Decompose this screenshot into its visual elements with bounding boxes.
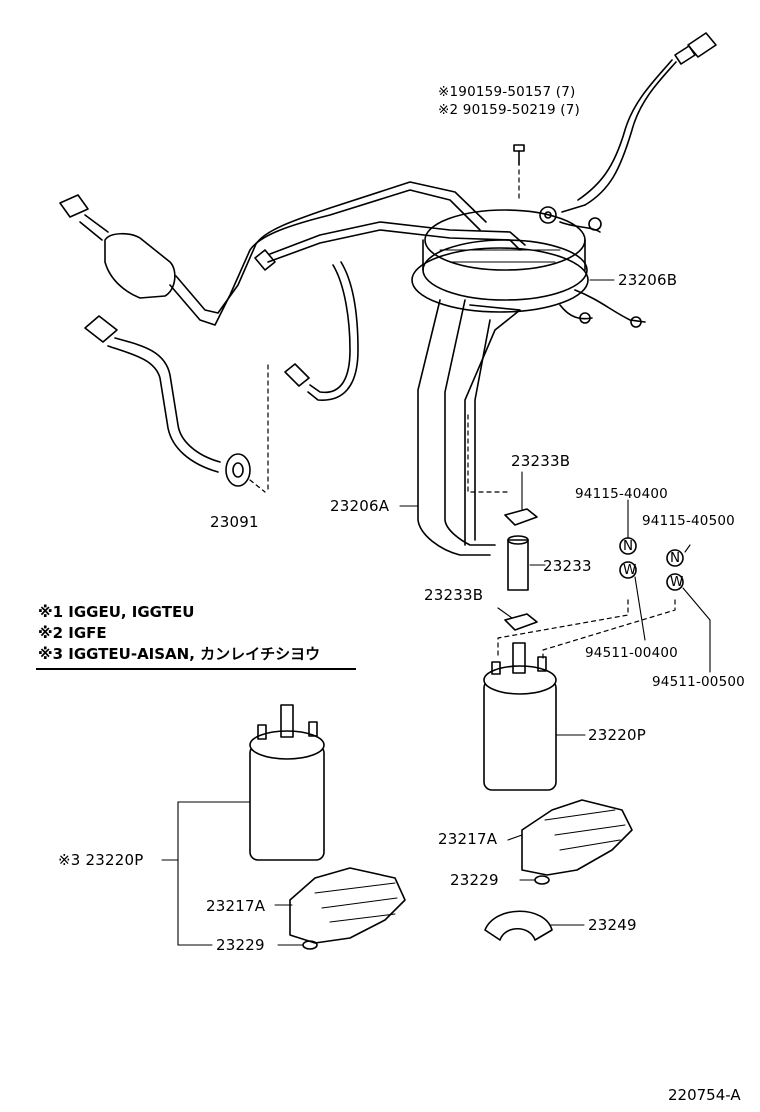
part-label-23091: 23091 (210, 513, 259, 531)
wiring-harness (559, 32, 717, 328)
part-label-23233B-top: 23233B (511, 452, 571, 470)
legend-item-1: ※1 IGGEU, IGGTEU (38, 603, 195, 621)
gasket-letter-w-1: W (623, 562, 637, 578)
gasket-letter-n-2: N (670, 550, 681, 566)
legend-item-3: ※3 IGGTEU-AISAN, カンレイチシヨウ (38, 645, 321, 663)
diagram-code: 220754-A (668, 1086, 741, 1104)
pump-filter-left (289, 867, 406, 944)
part-label-23233: 23233 (543, 557, 592, 575)
pump-hose (507, 535, 529, 591)
part-label-23249: 23249 (588, 916, 637, 934)
hose-clamp-top (504, 508, 538, 526)
fuel-pump-left (249, 704, 325, 861)
part-label-23217A-right: 23217A (438, 830, 498, 848)
part-label-94115-40500: 94115-40500 (642, 513, 735, 529)
part-label-23220P: 23220P (588, 726, 646, 744)
gasket-letter-w-2: W (670, 574, 684, 590)
hose-clamp-bottom (504, 613, 538, 631)
screw-spec-label-2: ※2 90159-50219 (7) (438, 102, 580, 118)
legend-item-2: ※2 IGFE (38, 624, 107, 642)
o-ring-right (534, 875, 550, 885)
legend: ※1 IGGEU, IGGTEU ※2 IGFE ※3 IGGTEU-AISAN… (38, 602, 320, 665)
fuel-pipes (59, 181, 526, 401)
pump-cushion (484, 910, 553, 941)
part-label-23220P-alternate: ※3 23220P (58, 851, 144, 869)
gasket-letter-n-1: N (623, 538, 634, 554)
part-label-23233B-bottom: 23233B (424, 586, 484, 604)
part-label-23229-left: 23229 (216, 936, 265, 954)
screw-spec-label-1: ※190159-50157 (7) (438, 84, 576, 100)
part-label-23229-right: 23229 (450, 871, 499, 889)
fuel-hose (84, 315, 269, 493)
part-label-23206B: 23206B (618, 271, 678, 289)
legend-divider (36, 668, 356, 670)
screw (513, 144, 525, 201)
pump-bracket-arm (417, 299, 521, 556)
gaskets (497, 537, 684, 661)
part-label-23206A: 23206A (330, 497, 390, 515)
o-ring-left (302, 940, 318, 950)
part-label-94115-40400: 94115-40400 (575, 486, 668, 502)
part-label-94511-00500: 94511-00500 (652, 674, 745, 690)
fuel-pump-right (483, 642, 557, 791)
leader-lines (161, 279, 711, 946)
part-label-94511-00400: 94511-00400 (585, 645, 678, 661)
pump-filter-right (521, 799, 633, 876)
part-label-23217A-left: 23217A (206, 897, 266, 915)
